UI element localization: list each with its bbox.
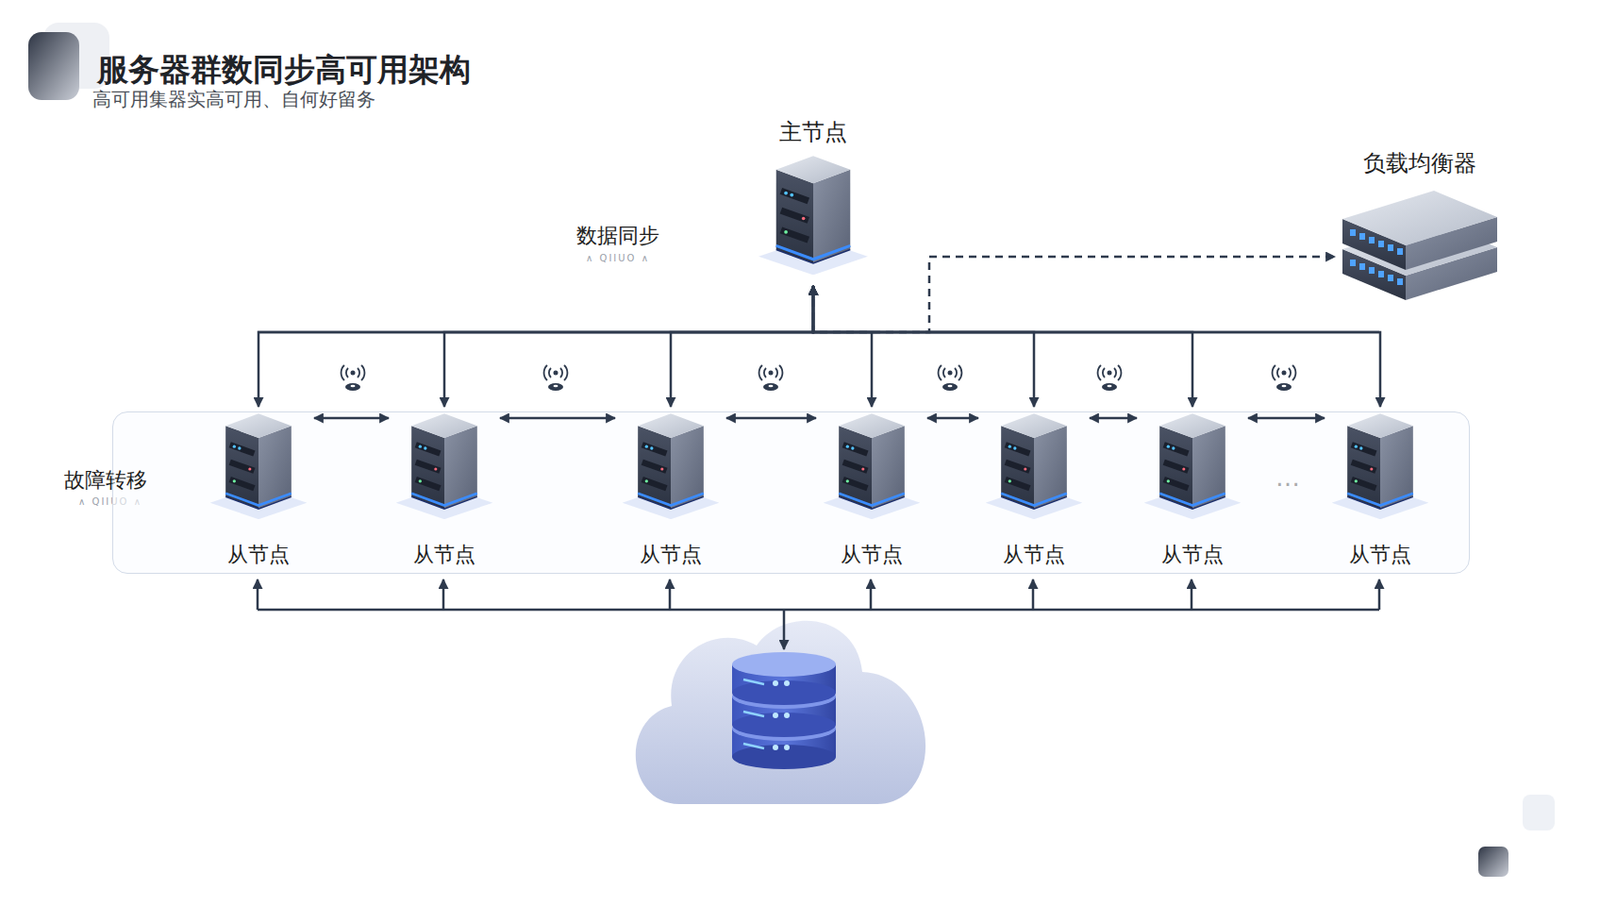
- slave-node: 从节点: [982, 406, 1086, 567]
- corner-icon: [1478, 846, 1509, 877]
- annotation-label: 数据同步: [576, 221, 660, 250]
- diagram-title: 服务器群数同步高可用架构: [97, 49, 471, 92]
- sync-arrow: [444, 285, 814, 407]
- server-icon: [985, 413, 1084, 519]
- storage-bus: [257, 579, 1380, 650]
- slave-node: 从节点: [1328, 406, 1433, 567]
- sync-arrow: [1248, 416, 1325, 420]
- wireless-icon: [341, 365, 1297, 391]
- node-label: 从节点: [1002, 541, 1066, 568]
- slave-node: 从节点: [392, 406, 497, 567]
- slave-node: 从节点: [1140, 406, 1245, 567]
- sync-arrow: [726, 416, 817, 420]
- node-label: 从节点: [413, 541, 476, 568]
- cloud-shape: [635, 620, 926, 804]
- server-icon: [823, 413, 921, 519]
- balancer-icon: [1342, 190, 1498, 300]
- dashed-arrow: [813, 256, 1335, 333]
- corner-decoration: [1522, 794, 1555, 831]
- node-label: 主节点: [779, 117, 848, 147]
- slave-node: 从节点: [618, 406, 723, 567]
- node-label: 从节点: [639, 541, 702, 568]
- server-icon: [618, 406, 723, 519]
- server-icon: [754, 148, 872, 275]
- server-icon: [622, 413, 720, 519]
- balancer-icon: [1334, 183, 1505, 325]
- node-label: 从节点: [1349, 541, 1412, 568]
- load-balancer: 负载均衡器: [1334, 149, 1505, 331]
- sync-arrow: [813, 285, 872, 407]
- cluster-panel: 故障转移从节点从节点从节点从节点从节点从节点从节点: [112, 411, 1470, 574]
- sync-arrow: [813, 285, 1381, 407]
- server-icon: [982, 406, 1086, 519]
- master-node: 主节点: [754, 117, 872, 286]
- watermark-text: ∧ QIIUO ∧: [585, 252, 650, 264]
- server-icon: [758, 155, 868, 275]
- server-icon: [819, 406, 924, 519]
- subtitle: 高可用集器实高可用、自何好留务: [92, 86, 376, 113]
- sync-arrow: [670, 285, 814, 407]
- database-symbol: [732, 651, 836, 769]
- node-label: 从节点: [1161, 541, 1224, 568]
- server-icon: [1332, 413, 1430, 519]
- slave-node: 从节点: [819, 406, 924, 567]
- slave-node: 从节点: [206, 406, 311, 567]
- sync-bus: [257, 331, 1380, 334]
- corner-icon: [28, 32, 80, 100]
- sync-arrow: [1089, 416, 1137, 420]
- sync-arrow: [500, 416, 616, 420]
- sync-arrow: [258, 285, 814, 407]
- sync-arrow: [314, 416, 389, 420]
- server-icon: [1328, 406, 1433, 519]
- node-label: 从节点: [227, 541, 290, 568]
- panel-heading: 故障转移: [64, 466, 148, 494]
- server-icon: [206, 406, 311, 519]
- server-icon: [1140, 406, 1245, 519]
- server-icon: [392, 406, 497, 519]
- server-icon: [210, 413, 308, 519]
- sync-arrow: [813, 285, 1034, 407]
- sync-arrow: [813, 285, 1193, 407]
- server-icon: [396, 413, 494, 519]
- node-label: 负载均衡器: [1363, 149, 1477, 178]
- sync-arrow: [927, 416, 979, 420]
- node-label: 从节点: [840, 541, 903, 568]
- server-icon: [1144, 413, 1242, 519]
